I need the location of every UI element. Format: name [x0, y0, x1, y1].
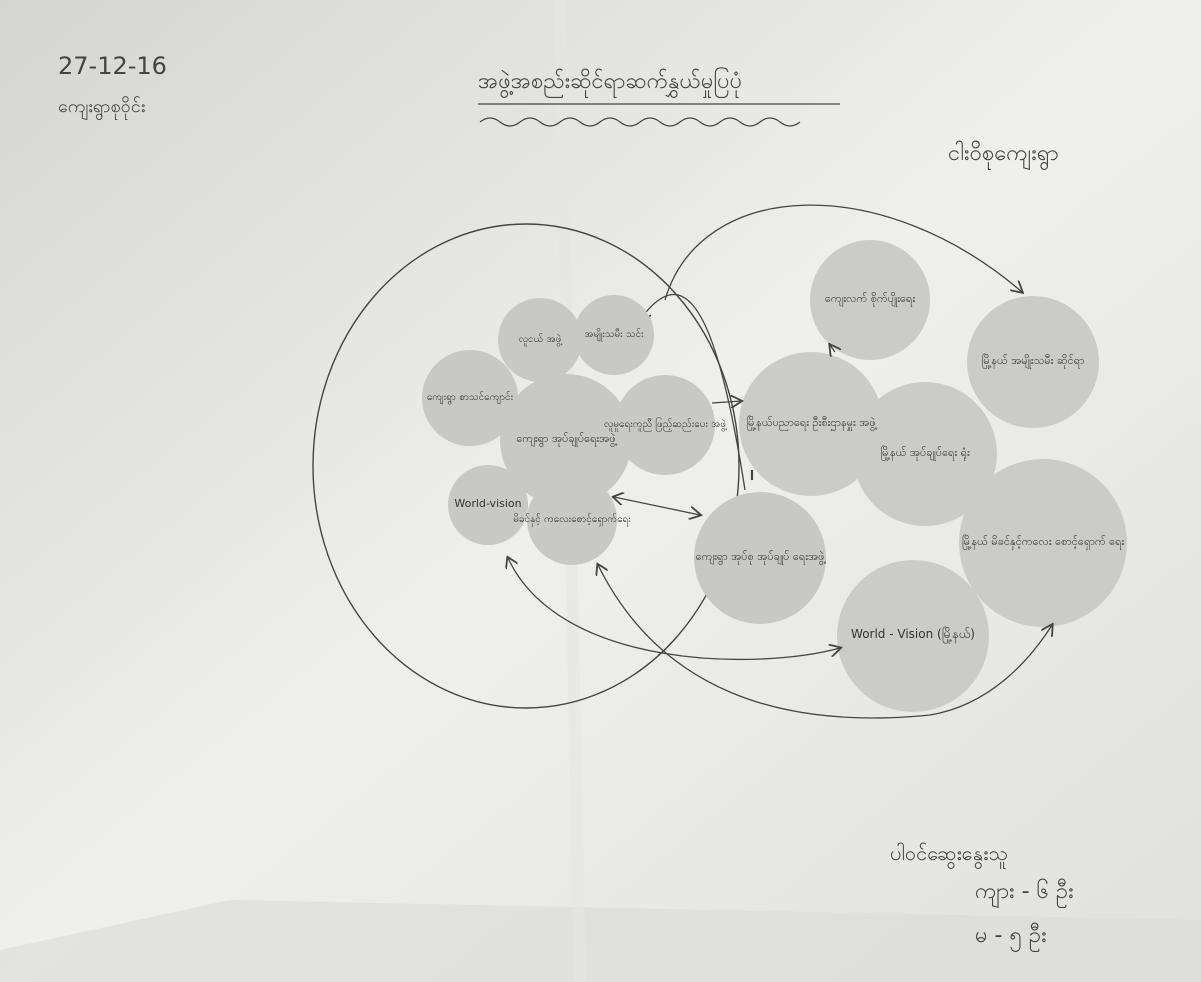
- label-youth: လူငယ် အဖွဲ့: [519, 332, 564, 347]
- label-township-education: မြို့နယ်ပညာရေး ဦးစီးဌာနမှူး အဖွဲ့: [746, 415, 876, 431]
- label-village-tract-admin: ကျေးရွာ အုပ်စု အုပ်ချုပ် ရေးအဖွဲ့: [696, 550, 826, 565]
- arrow-wv-local-township: [508, 558, 840, 661]
- title-squiggle: [479, 117, 801, 127]
- bubble-village-admin: [500, 374, 632, 506]
- village-name: ငါးဝိစုကျေးရွာ: [948, 140, 1059, 171]
- label-village-education: ကျေးရွာ စာသင်ကျောင်း: [427, 390, 514, 405]
- participants-female: မ - ၅ ဦး: [975, 922, 1047, 952]
- label-village-admin: ကျေးရွာ အုပ်ချုပ်ရေးအဖွဲ့: [516, 432, 616, 447]
- diagram-title: အဖွဲ့အစည်းဆိုင်ရာဆက်နွှယ်မှုပြပုံ: [478, 67, 742, 99]
- bubble-community-group: [615, 375, 715, 475]
- bubble-township-education: [739, 352, 883, 496]
- bubble-world-vision-local: [448, 465, 528, 545]
- arrow-forestry: [830, 345, 835, 352]
- arrow-top-right: [664, 204, 1022, 301]
- place-text: ကျေးရွာစုဝိုင်း: [58, 96, 145, 120]
- bubble-women: [574, 295, 654, 375]
- date-text: 27-12-16: [58, 52, 167, 80]
- arrow-admin-tract: [614, 497, 700, 515]
- label-community-group: လူမှုရေးကူညီ ဖြည့်ဆည်းပေး အဖွဲ့: [604, 416, 728, 432]
- bubble-township-forestry: [810, 240, 930, 360]
- participants-title: ပါဝင်ဆွေးနွေးသူ: [890, 841, 1008, 869]
- bubble-youth: [498, 298, 582, 382]
- label-world-vision-local: World-vision: [454, 497, 521, 510]
- label-township-health: မြို့နယ် မိခင်နှင့်ကလေး စောင့်ရှောက် ရေး: [962, 534, 1125, 550]
- bubble-township-women: [967, 296, 1099, 428]
- label-health-committee: မိခင်နှင့် ကလေးစောင့်ရှောက်ရေး: [513, 512, 631, 527]
- arrow-to-women: [640, 293, 746, 491]
- bubble-township-admin: [853, 382, 997, 526]
- label-women: အမျိုးသမီး သင်း: [584, 327, 644, 342]
- arrow-community-education: [711, 401, 741, 403]
- participants-male: ကျား - ၆ ဦး: [975, 878, 1074, 908]
- village-boundary-circle: [312, 223, 740, 709]
- bubble-health-committee: [527, 475, 617, 565]
- arrow-health-township: [598, 565, 1052, 719]
- label-world-vision-township: World - Vision (မြို့နယ်): [851, 625, 975, 644]
- label-township-forestry: ကျေးလက် စိုက်ပျိုးရေး: [825, 292, 915, 307]
- bubble-village-education: [422, 350, 518, 446]
- label-township-admin: မြို့နယ် အုပ်ချုပ်ရေး ရုံး: [880, 445, 970, 461]
- label-township-women: မြို့နယ် အမျိုးသမီး ဆိုင်ရာ: [982, 353, 1085, 369]
